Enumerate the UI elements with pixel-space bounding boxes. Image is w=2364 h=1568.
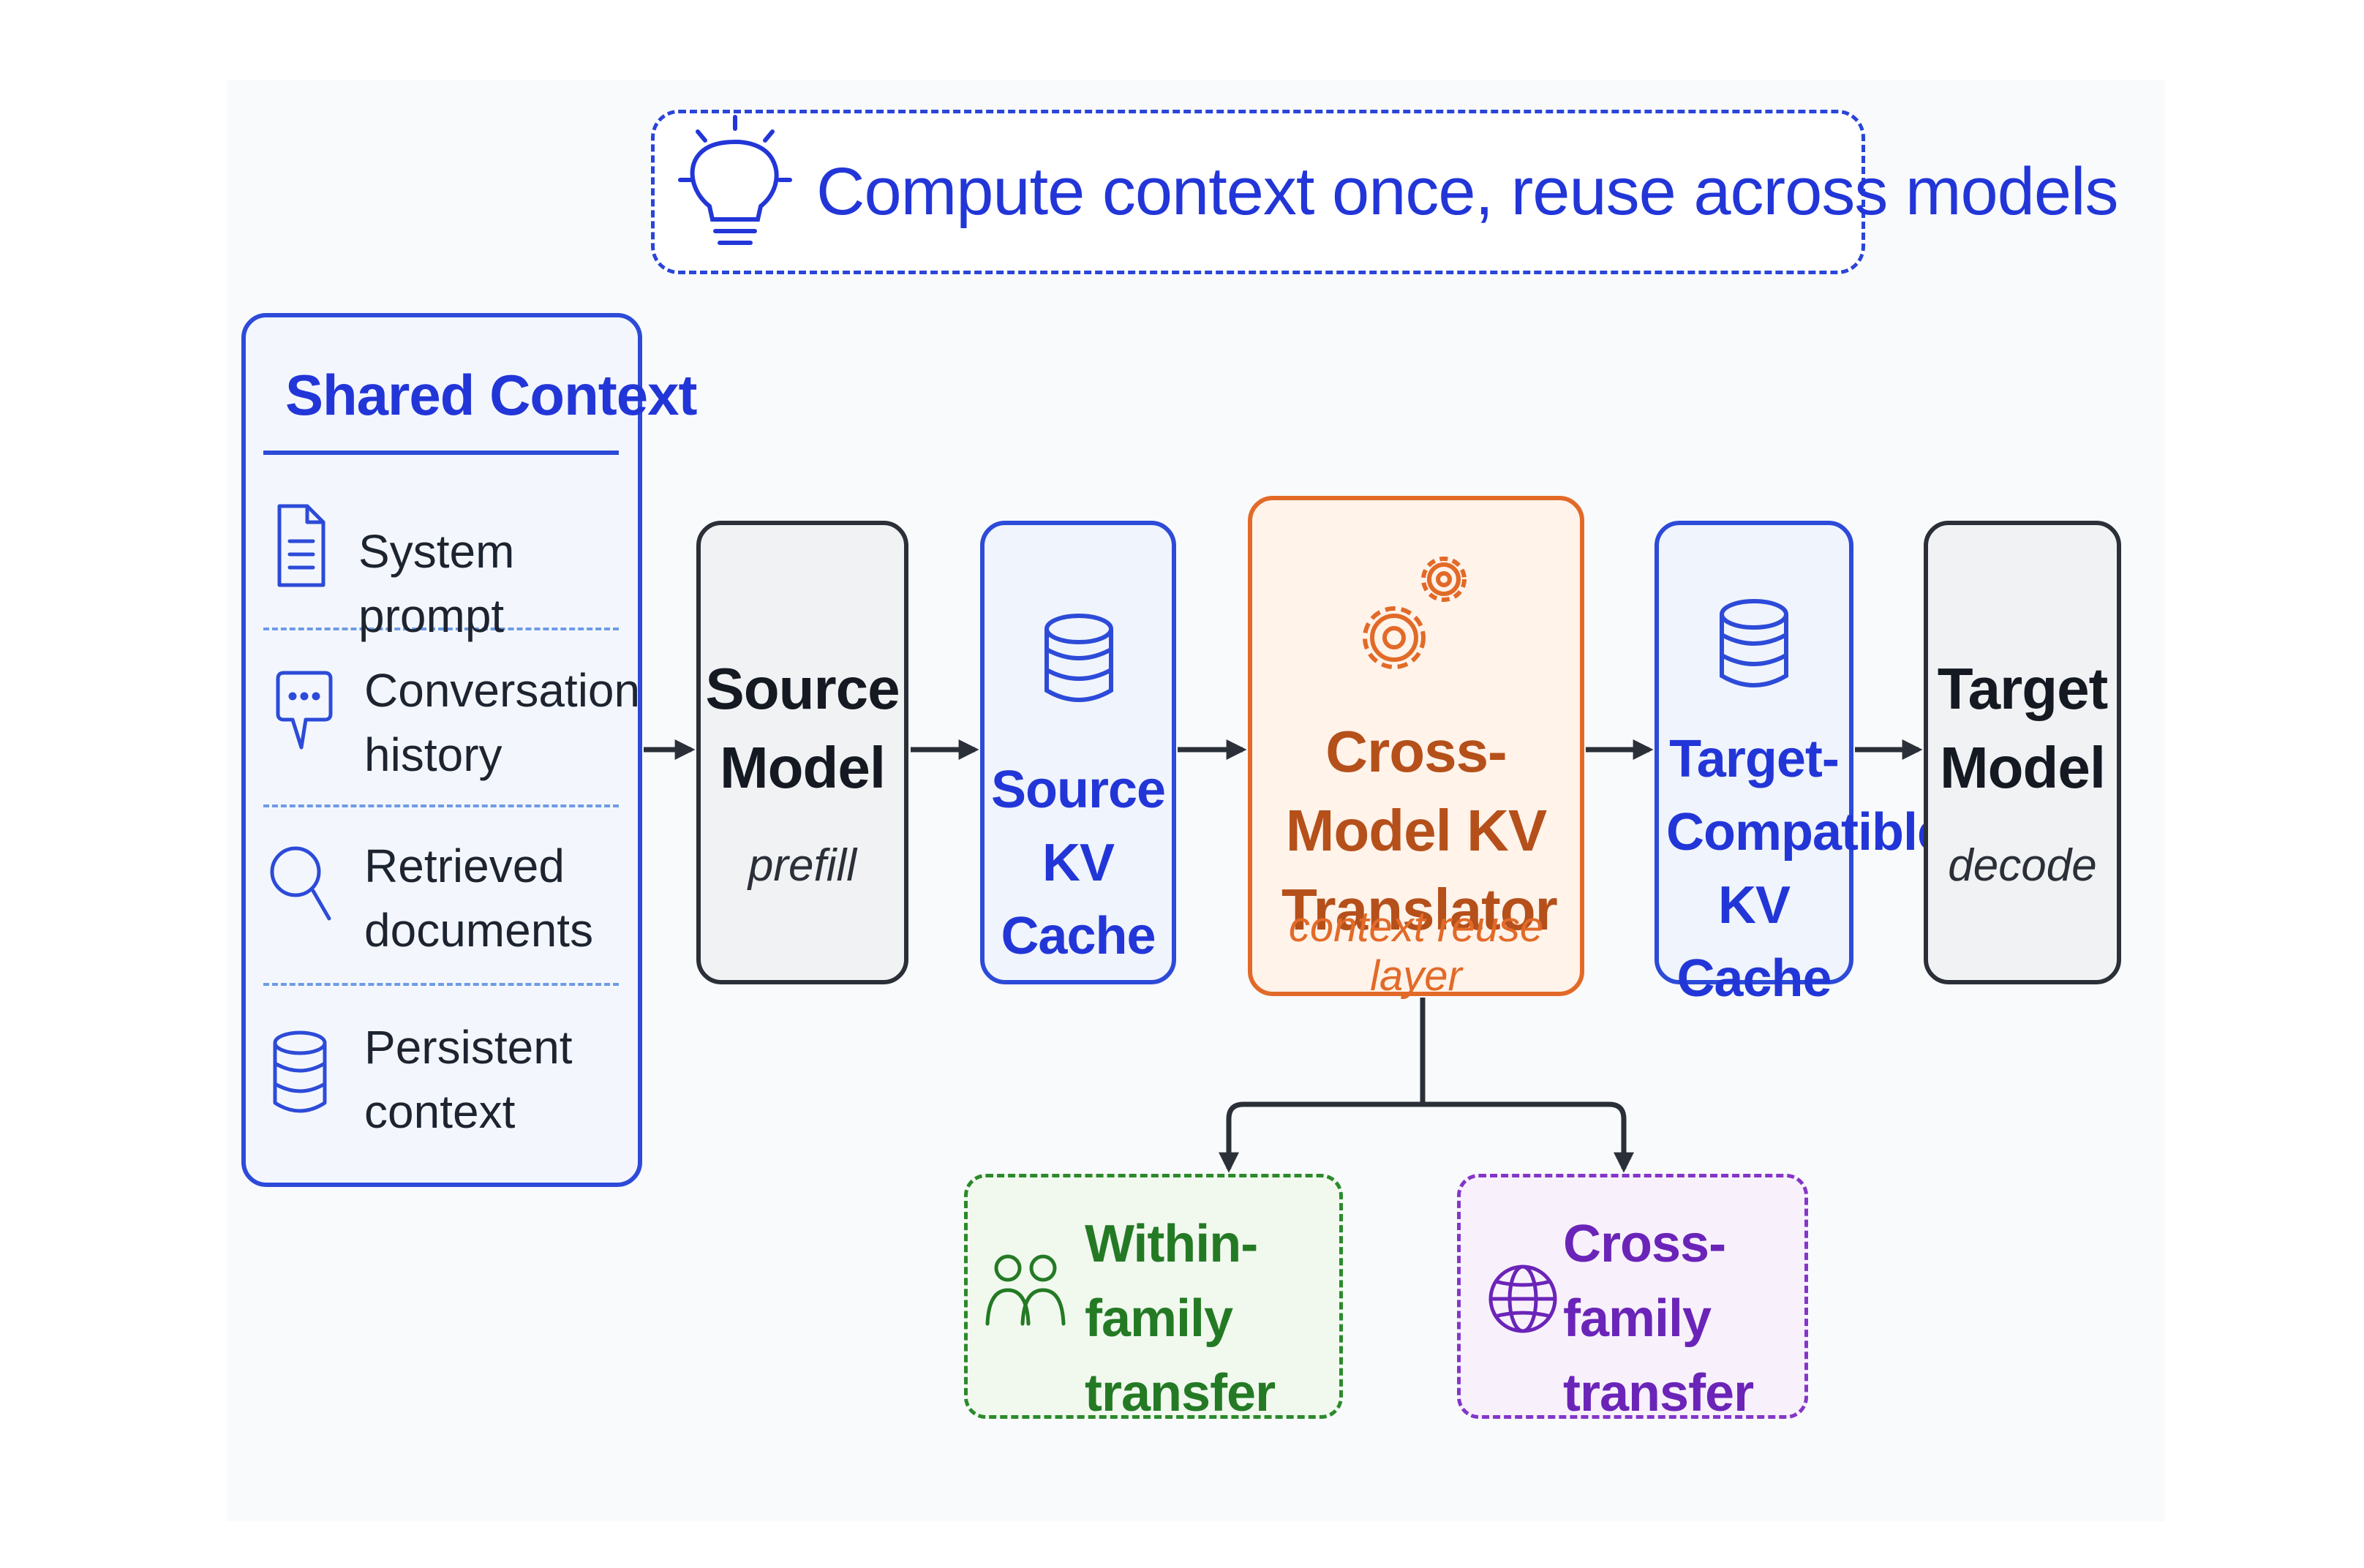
branch-connector (1226, 998, 1624, 1169)
target-kv-title: Target-Compatible KV Cache (1666, 730, 1946, 1008)
source-kv-cache-box: Source KV Cache (980, 521, 1176, 984)
target-kv-cache-box: Target-Compatible KV Cache (1655, 521, 1946, 1008)
banner (651, 110, 1865, 274)
source-kv-title: Source KV Cache (990, 761, 1166, 965)
divider (263, 627, 619, 630)
banner-title: Compute context once, reuse across model… (816, 154, 2118, 229)
translator-subtitle: context reuse layer (1288, 903, 1544, 1000)
kv-translator-box: Cross-Model KV Translator context reuse … (1248, 496, 1584, 1000)
source-model-title: Source Model (705, 656, 900, 800)
divider (263, 804, 619, 807)
target-model-title: Target Model (1937, 656, 2109, 800)
title-underline (263, 451, 619, 455)
context-item-label: System prompt (358, 525, 515, 642)
source-model-subtitle: prefill (748, 840, 857, 891)
context-item-label: Retrieved documents (364, 840, 594, 957)
within-family-box: Within-family transfer (964, 1174, 1343, 1422)
target-model-subtitle: decode (1948, 840, 2097, 891)
translator-title: Cross-Model KV Translator (1281, 719, 1558, 942)
cross-family-title: Cross-family transfer (1563, 1215, 1754, 1422)
shared-context-title: Shared Context (285, 363, 697, 427)
target-model-box: Target Model decode (1924, 521, 2121, 984)
within-family-title: Within-family transfer (1085, 1215, 1276, 1422)
cross-family-box: Cross-family transfer (1457, 1174, 1808, 1422)
source-model-box: Source Model prefill (696, 521, 908, 984)
divider (263, 983, 619, 986)
context-item-label: Persistent context (364, 1021, 573, 1138)
context-item-label: Conversation history (364, 664, 641, 781)
